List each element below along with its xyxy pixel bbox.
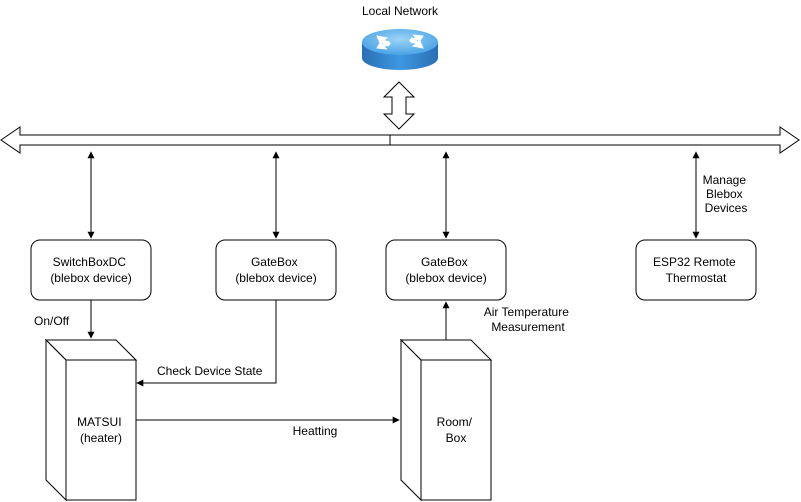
- room-block: Room/ Box: [399, 338, 493, 502]
- svg-text:ESP32 Remote Thermostat: ESP32 Remote Thermostat: [653, 255, 739, 285]
- check-state-arrow: [136, 300, 277, 387]
- heater-block: MATSUI (heater): [44, 338, 138, 502]
- svg-text:Room/ Box: Room/ Box: [437, 415, 476, 445]
- heating-label: Heatting: [293, 424, 338, 438]
- device-gatebox-2: GateBox (blebox device): [385, 239, 507, 301]
- router-bus-link: [382, 81, 416, 130]
- device-esp32-thermostat: ESP32 Remote Thermostat: [635, 239, 757, 301]
- onoff-label: On/Off: [34, 314, 70, 328]
- network-title: Local Network: [362, 4, 439, 18]
- router-icon: [362, 29, 438, 70]
- device-switchbox: SwitchBoxDC (blebox device): [30, 239, 152, 301]
- check-state-label: Check Device State: [157, 364, 263, 378]
- svg-text:GateBox (blebox device): GateBox (blebox device): [235, 255, 316, 285]
- air-temp-label: Air Temperature Measurement: [484, 305, 573, 334]
- device-gatebox-1: GateBox (blebox device): [215, 239, 337, 301]
- svg-text:MATSUI (heater): MATSUI (heater): [77, 415, 125, 445]
- network-bus: [0, 126, 800, 154]
- svg-text:GateBox (blebox device): GateBox (blebox device): [405, 255, 486, 285]
- svg-text:SwitchBoxDC (blebox devi: SwitchBoxDC (blebox device): [50, 255, 131, 285]
- manage-label: Manage Blebox Devices: [703, 173, 750, 215]
